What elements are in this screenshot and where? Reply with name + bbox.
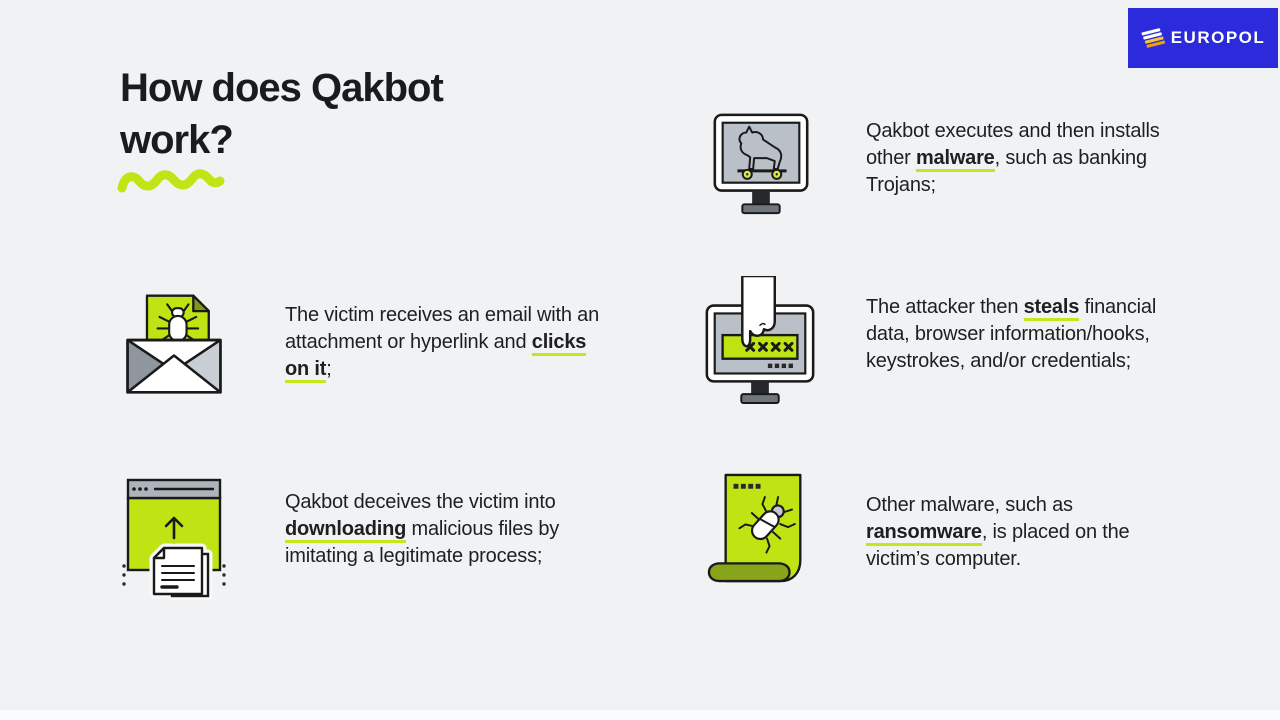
step-text-email-pre: The victim receives an email with an att… — [285, 304, 600, 353]
step-text-ransomware-post: , is placed on the victim’s computer. — [866, 521, 1130, 570]
page-title: How does Qakbot work? — [120, 62, 500, 166]
email-bug-icon — [126, 294, 222, 394]
europol-emblem-icon — [1141, 28, 1165, 48]
step-text-steals-post: financial data, browser information/hook… — [866, 296, 1157, 372]
page-title-line1: How does Qakbot — [120, 66, 444, 110]
step-text-steals: The attacker then steals financial data,… — [866, 294, 1201, 375]
step-text-ransomware: Other malware, such as ransomware, is pl… — [866, 492, 1184, 573]
step-text-ransomware-highlight: ransomware — [866, 521, 982, 546]
step-text-malware-pre: Qakbot executes and then installs other — [866, 120, 1160, 169]
page-title-line2: work? — [120, 118, 234, 162]
ransomware-scroll-icon — [707, 473, 802, 583]
browser-download-icon — [122, 478, 226, 601]
step-text-email-highlight: clicks on it — [285, 331, 586, 383]
step-text-steals-pre: The attacker then — [866, 296, 1024, 318]
step-text-steals-highlight: steals — [1023, 296, 1079, 321]
squiggle-underline-icon — [117, 169, 225, 193]
step-text-download-pre: Qakbot deceives the victim into — [285, 491, 556, 513]
step-text-malware: Qakbot executes and then installs other … — [866, 118, 1176, 199]
bottom-edge-strip — [0, 710, 1280, 720]
step-text-download: Qakbot deceives the victim into download… — [285, 489, 605, 570]
step-text-email-post: ; — [326, 358, 332, 380]
step-text-ransomware-pre: Other malware, such as — [866, 494, 1073, 516]
step-text-download-highlight: downloading — [285, 518, 406, 543]
step-text-malware-highlight: malware — [915, 147, 995, 172]
europol-logo: EUROPOL — [1128, 8, 1278, 68]
trojan-horse-monitor-icon — [713, 113, 809, 215]
password-steal-monitor-icon — [705, 276, 815, 404]
step-text-email: The victim receives an email with an att… — [285, 302, 600, 383]
step-text-download-post: malicious files by imitating a legitimat… — [285, 518, 560, 567]
step-text-malware-post: , such as banking Trojans; — [866, 147, 1147, 196]
europol-wordmark: EUROPOL — [1170, 28, 1266, 47]
